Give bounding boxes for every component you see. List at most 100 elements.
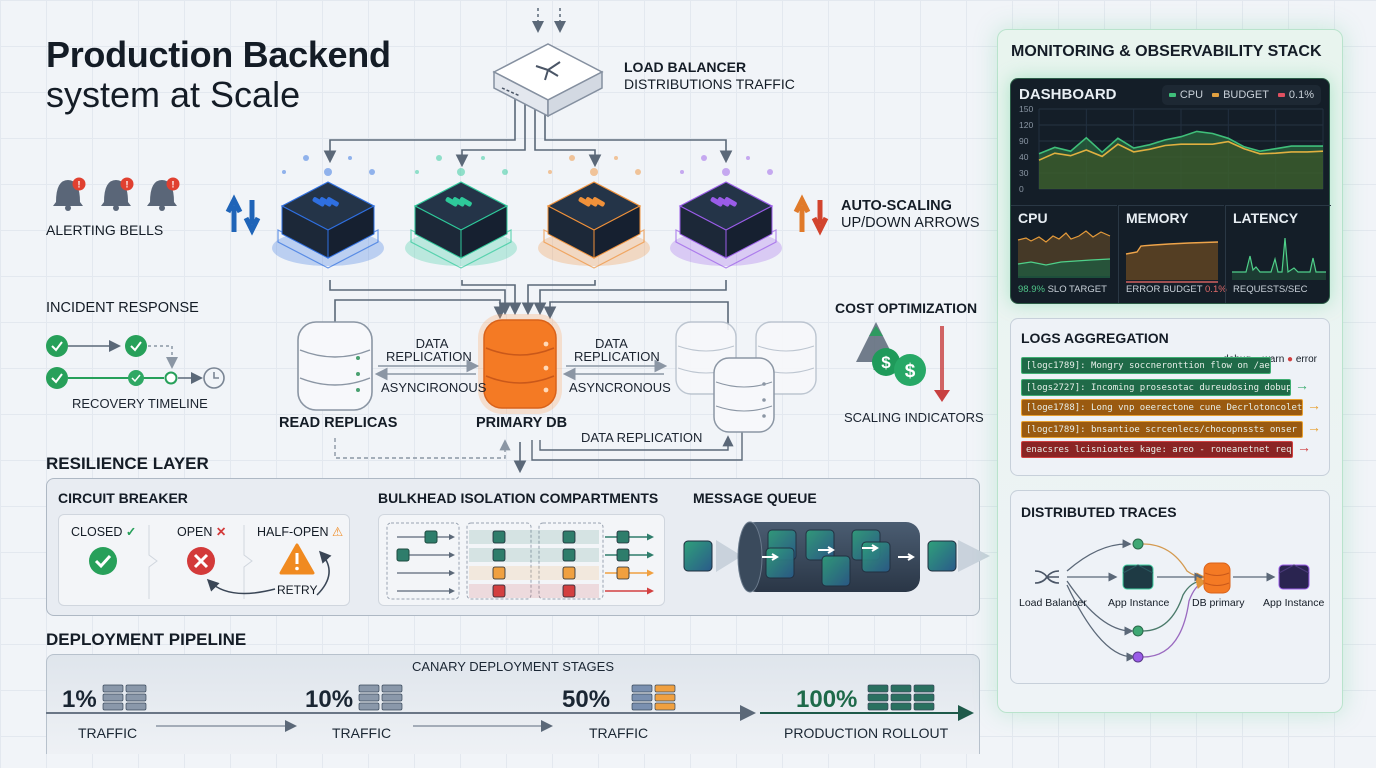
log-line: [logc1789]: Mongry soccneronttion flow o… (1021, 357, 1271, 374)
x-icon: ✕ (215, 525, 227, 539)
traces-panel: DISTRIBUTED TRACES Load Balancer App Ins… (1010, 490, 1330, 684)
particle (590, 168, 598, 176)
split-arrows-icon (535, 61, 561, 81)
stage-2-percent: 10% (305, 686, 354, 713)
incident-timeline (46, 335, 225, 389)
deployment-panel (46, 654, 980, 754)
lb-label-1: LOAD BALANCER (624, 59, 747, 75)
dashboard-legend: CPU BUDGET 0.1% (1161, 85, 1321, 105)
server-rack-icon (452, 197, 465, 207)
app-server-blue (272, 155, 384, 269)
log-line: [logc1789]: bnsantioe scrcenlecs/chocopn… (1021, 421, 1303, 438)
memory-title: MEMORY (1126, 210, 1189, 226)
bulkhead-task (562, 548, 576, 562)
svg-text:!: ! (78, 180, 81, 190)
server-rack-icon (578, 197, 591, 207)
particle (481, 156, 485, 160)
stage-1-label: TRAFFIC (78, 725, 138, 741)
primary-db-label: PRIMARY DB (476, 415, 568, 431)
y-tick-label: 150 (1019, 104, 1033, 114)
stage-1-percent: 1% (62, 686, 97, 713)
check-icon: ✓ (125, 525, 137, 539)
trace-span-dot (1132, 538, 1144, 550)
server-rack-icon (710, 197, 723, 207)
monitoring-title: MONITORING & OBSERVABILITY STACK (1011, 43, 1322, 60)
server-rack-icon (445, 197, 458, 207)
state-closed: CLOSED ✓ (71, 525, 137, 539)
y-tick-label: 30 (1019, 168, 1029, 178)
bulkhead-task (492, 548, 506, 562)
log-line: [loge1788]: Long vnp oeerectone cune Dec… (1021, 399, 1303, 416)
trace-span-dot (1132, 625, 1144, 637)
cpu-panel: CPU 98.9% SLO TARGET (1011, 205, 1117, 303)
cpu-title: CPU (1018, 210, 1048, 226)
left-async-label: ASYNCIRONOUS (381, 380, 487, 395)
series-line-budget (1038, 140, 1324, 161)
deployment-title: DEPLOYMENT PIPELINE (46, 630, 247, 649)
shuffle-icon (1034, 570, 1060, 584)
dashboard-title: DASHBOARD (1019, 86, 1117, 103)
memory-panel: MEMORY ERROR BUDGET 0.1% (1118, 205, 1227, 303)
alert-bell-icon: ! (147, 177, 180, 211)
bulkhead-task (616, 566, 630, 580)
db-primary-icon (1203, 562, 1231, 594)
retry-label: RETRY (277, 583, 318, 597)
warning-icon: ⚠ (332, 525, 344, 539)
check-circle-icon (46, 335, 68, 357)
server-rack-icon (312, 197, 325, 207)
replication-arrows (374, 359, 668, 381)
compartment (466, 522, 532, 600)
cpu-sparkline (1017, 230, 1111, 278)
read-replicas-label: READ REPLICAS (279, 415, 398, 431)
trace-node-lb: Load Balancer (1019, 597, 1087, 609)
bulkhead-task (492, 530, 506, 544)
check-circle-icon (125, 335, 147, 357)
particle (680, 170, 684, 174)
bulkhead-task (492, 584, 506, 598)
traces-title: DISTRIBUTED TRACES (1021, 504, 1177, 520)
error-budget-value: 0.1% (1205, 284, 1227, 295)
svg-text:$: $ (905, 361, 916, 382)
lb-to-server-links (323, 98, 733, 168)
app-instance-icon-2 (1278, 564, 1310, 590)
particle (548, 170, 552, 174)
latency-title: LATENCY (1233, 210, 1299, 226)
stage-3-percent: 50% (562, 686, 611, 713)
particle (369, 169, 375, 175)
state-open: OPEN ✕ (177, 525, 227, 539)
particle (722, 168, 730, 176)
trace-graph (1034, 538, 1310, 663)
server-rack-icon (585, 197, 598, 207)
page-subtitle: system at Scale (46, 74, 301, 115)
stage-4-label: PRODUCTION ROLLOUT (784, 725, 949, 741)
right-async-label: ASYNCRONOUS (569, 380, 671, 395)
log-arrow-icon: → (1295, 377, 1309, 393)
page-title: Production Backend (46, 34, 391, 75)
bulkhead-task (396, 548, 410, 562)
y-tick-label: 0 (1019, 184, 1024, 194)
bottom-replication-link (539, 435, 734, 451)
particle (767, 169, 773, 175)
circuit-breaker-states (89, 525, 332, 599)
logs-title: LOGS AGGREGATION (1021, 330, 1169, 346)
left-replication-label-2: REPLICATION (386, 349, 472, 364)
server-rack-icon (326, 197, 339, 207)
replica-db-icon (713, 357, 775, 433)
log-arrow-icon: → (1307, 397, 1321, 413)
trace-span-dot (1132, 651, 1144, 663)
stage-4-percent: 100% (796, 686, 858, 713)
app-server-orange (538, 155, 650, 269)
right-replication-label-2: REPLICATION (574, 349, 660, 364)
half-open-warning-icon (279, 543, 315, 575)
message-queue-title: MESSAGE QUEUE (693, 490, 817, 506)
compartment (538, 522, 604, 600)
architecture-connectors: !!! $ $ (46, 8, 950, 474)
app-instance-icon (1122, 564, 1154, 590)
check-circle-icon (46, 367, 68, 389)
incident-title: INCIDENT RESPONSE (46, 300, 199, 316)
slo-value: 98.9% (1018, 284, 1045, 295)
log-line: enacsres lcisnioates kage: areo - ronean… (1021, 441, 1293, 458)
logs-panel: LOGS AGGREGATION ● debug ● warn ● error … (1010, 318, 1330, 476)
particle (282, 170, 286, 174)
